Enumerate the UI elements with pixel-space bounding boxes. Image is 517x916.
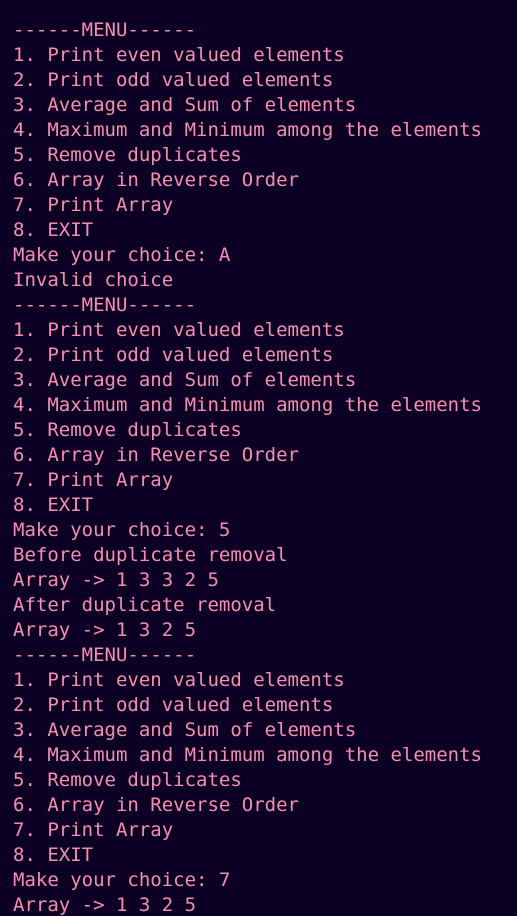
menu-header: ------MENU------ bbox=[13, 294, 197, 316]
menu-option-8: 8. EXIT bbox=[13, 494, 94, 516]
menu-option-2: 2. Print odd valued elements bbox=[13, 69, 334, 91]
menu-option-8: 8. EXIT bbox=[13, 219, 94, 241]
choice-prompt: Make your choice: A bbox=[13, 244, 231, 266]
menu-option-4: 4. Maximum and Minimum among the element… bbox=[13, 119, 482, 141]
menu-option-2: 2. Print odd valued elements bbox=[13, 344, 334, 366]
menu-header: ------MENU------ bbox=[13, 19, 197, 41]
menu-option-5: 5. Remove duplicates bbox=[13, 144, 242, 166]
menu-option-4: 4. Maximum and Minimum among the element… bbox=[13, 394, 482, 416]
choice-prompt: Make your choice: 7 bbox=[13, 869, 231, 891]
menu-option-3: 3. Average and Sum of elements bbox=[13, 719, 357, 741]
menu-option-7: 7. Print Array bbox=[13, 819, 174, 841]
menu-option-6: 6. Array in Reverse Order bbox=[13, 169, 299, 191]
menu-option-4: 4. Maximum and Minimum among the element… bbox=[13, 744, 482, 766]
menu-option-1: 1. Print even valued elements bbox=[13, 669, 345, 691]
menu-option-6: 6. Array in Reverse Order bbox=[13, 794, 299, 816]
menu-option-1: 1. Print even valued elements bbox=[13, 319, 345, 341]
menu-header: ------MENU------ bbox=[13, 644, 197, 666]
menu-option-7: 7. Print Array bbox=[13, 194, 174, 216]
array-output: Array -> 1 3 2 5 bbox=[13, 619, 197, 641]
menu-option-5: 5. Remove duplicates bbox=[13, 769, 242, 791]
menu-option-5: 5. Remove duplicates bbox=[13, 419, 242, 441]
menu-option-3: 3. Average and Sum of elements bbox=[13, 94, 357, 116]
menu-option-3: 3. Average and Sum of elements bbox=[13, 369, 357, 391]
array-output: Array -> 1 3 3 2 5 bbox=[13, 569, 219, 591]
menu-option-7: 7. Print Array bbox=[13, 469, 174, 491]
program-output: Before duplicate removal bbox=[13, 544, 288, 566]
array-output: Array -> 1 3 2 5 bbox=[13, 894, 197, 916]
program-output: Invalid choice bbox=[13, 269, 174, 291]
choice-prompt: Make your choice: 5 bbox=[13, 519, 231, 541]
menu-option-2: 2. Print odd valued elements bbox=[13, 694, 334, 716]
menu-option-6: 6. Array in Reverse Order bbox=[13, 444, 299, 466]
program-output: After duplicate removal bbox=[13, 594, 277, 616]
menu-option-8: 8. EXIT bbox=[13, 844, 94, 866]
menu-option-1: 1. Print even valued elements bbox=[13, 44, 345, 66]
